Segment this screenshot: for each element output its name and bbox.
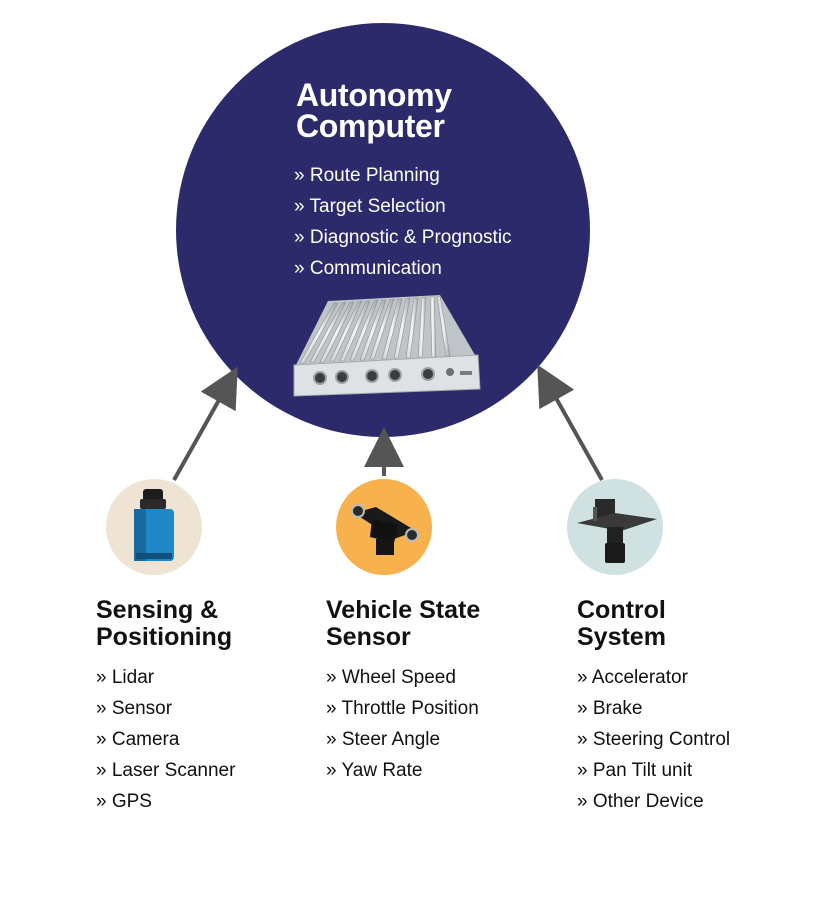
- list-item: » Camera: [96, 729, 180, 750]
- sensing-positioning-title: Sensing & Positioning: [96, 597, 232, 651]
- control-system-title: Control System: [577, 597, 666, 651]
- sensing-positioning-list: » Lidar » Sensor » Camera » Laser Scanne…: [96, 662, 235, 817]
- lidar-sensor-icon: [134, 489, 174, 561]
- list-item: » Target Selection: [294, 196, 446, 217]
- list-item: » Wheel Speed: [326, 667, 456, 688]
- title-line: Positioning: [96, 623, 233, 651]
- list-item: » Sensor: [96, 698, 173, 719]
- list-item: » Communication: [294, 258, 442, 279]
- position-sensor-icon: [351, 504, 419, 555]
- title-line: Sensor: [326, 623, 411, 651]
- sensing-positioning-circle: [106, 479, 202, 575]
- arrow-sensing-to-computer: [172, 366, 238, 481]
- vehicle-state-sensor-list: » Wheel Speed » Throttle Position » Stee…: [326, 662, 479, 786]
- list-item: » Pan Tilt unit: [577, 760, 693, 781]
- list-item: » Laser Scanner: [96, 760, 236, 781]
- list-item: » Diagnostic & Prognostic: [294, 227, 512, 248]
- list-item: » Other Device: [577, 791, 704, 812]
- title-line: Computer: [296, 108, 445, 144]
- vehicle-state-sensor-title: Vehicle State Sensor: [326, 597, 480, 651]
- list-item: » GPS: [96, 791, 152, 812]
- title-line: Sensing &: [96, 596, 219, 624]
- autonomy-computer-title: Autonomy Computer: [296, 77, 452, 144]
- title-line: Vehicle State: [326, 596, 481, 624]
- pan-tilt-unit-icon: [577, 499, 657, 563]
- title-line: Autonomy: [296, 77, 452, 113]
- control-system-list: » Accelerator » Brake » Steering Control…: [577, 662, 730, 817]
- list-item: » Brake: [577, 698, 643, 719]
- list-item: » Yaw Rate: [326, 760, 423, 781]
- list-item: » Accelerator: [577, 667, 688, 688]
- vehicle-state-sensor-circle: [336, 479, 432, 575]
- control-system-circle: [567, 479, 663, 575]
- list-item: » Route Planning: [294, 165, 440, 186]
- title-line: Control: [577, 596, 666, 624]
- autonomy-computer-list: » Route Planning » Target Selection » Di…: [294, 160, 512, 284]
- title-line: System: [577, 623, 666, 651]
- list-item: » Lidar: [96, 667, 155, 688]
- arrow-control-to-computer: [537, 364, 604, 481]
- computer-box-icon: [293, 295, 481, 397]
- list-item: » Steering Control: [577, 729, 731, 750]
- list-item: » Steer Angle: [326, 729, 441, 750]
- list-item: » Throttle Position: [326, 698, 479, 719]
